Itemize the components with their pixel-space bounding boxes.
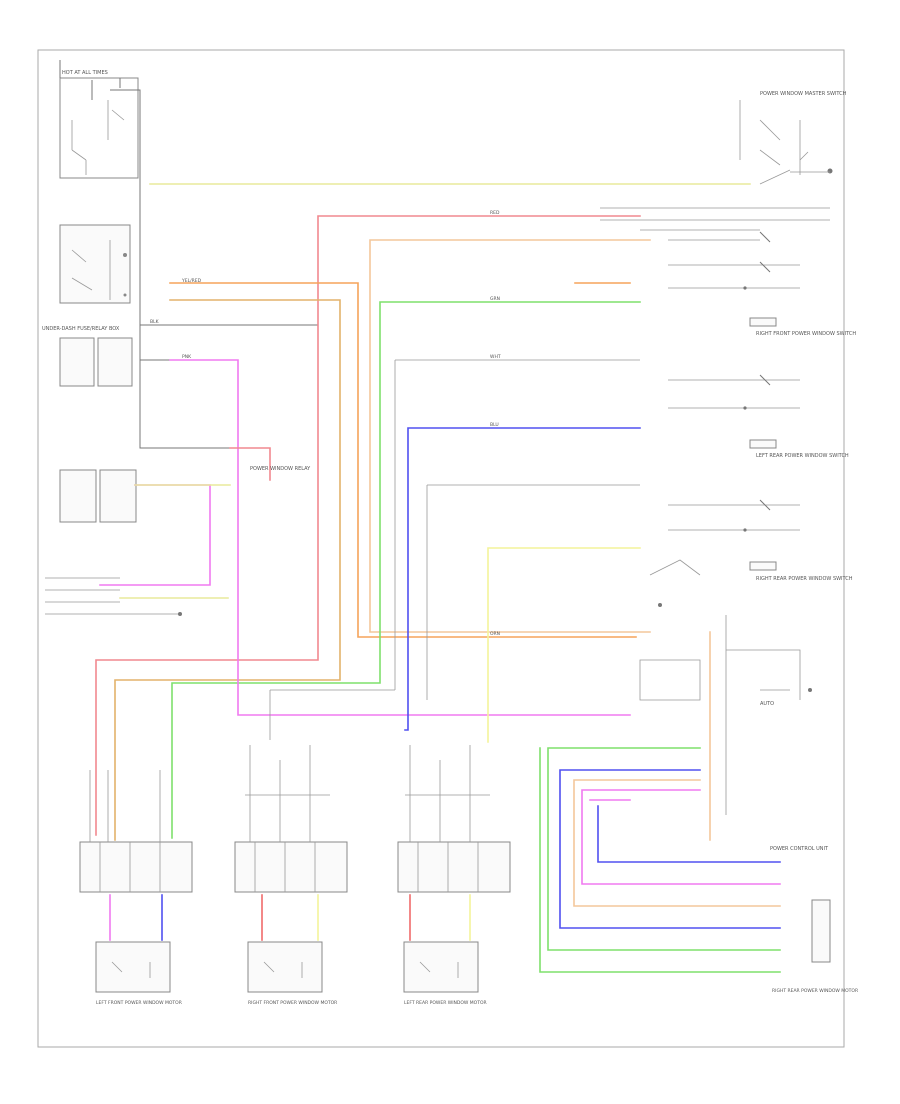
switch-unit-1 — [79, 770, 193, 893]
power-control-unit-block — [639, 559, 812, 815]
switch-unit-2 — [234, 745, 348, 893]
label-right-rear-motor: RIGHT REAR POWER WINDOW MOTOR — [772, 988, 858, 994]
motor-2 — [247, 941, 323, 993]
tag-yel-red: YEL/RED — [181, 278, 202, 284]
label-right-rear-switch: RIGHT REAR POWER WINDOW SWITCH — [756, 576, 853, 582]
tag-blu: BLU — [490, 422, 499, 428]
label-right-front-motor: RIGHT FRONT POWER WINDOW MOTOR — [248, 1000, 337, 1006]
motor-3 — [403, 941, 479, 993]
wire-black-main — [59, 60, 318, 449]
wire-white — [269, 359, 640, 740]
wire-pink — [95, 215, 641, 836]
tag-wht: WHT — [490, 354, 501, 360]
label-left-front-motor: LEFT FRONT POWER WINDOW MOTOR — [96, 1000, 182, 1006]
wire-orange — [169, 282, 637, 638]
motor-1 — [95, 941, 171, 993]
label-under-dash-fuse: UNDER-DASH FUSE/RELAY BOX — [42, 326, 120, 332]
wire-black-fuse — [91, 78, 121, 100]
label-left-rear-switch: LEFT REAR POWER WINDOW SWITCH — [756, 453, 849, 459]
wire-violet — [99, 359, 631, 716]
wire-tan — [114, 299, 341, 841]
label-power-window-relay: POWER WINDOW RELAY — [250, 466, 311, 472]
label-power-control-unit: POWER CONTROL UNIT — [770, 846, 829, 852]
wire-peach — [369, 239, 711, 841]
wire-green-right — [539, 747, 781, 973]
wire-blue — [404, 427, 641, 731]
wire-peach-right — [573, 779, 781, 907]
label-hot-at-all-times: HOT AT ALL TIMES — [62, 70, 108, 76]
label-master-switch: POWER WINDOW MASTER SWITCH — [760, 91, 847, 97]
tag-orn: ORN — [490, 631, 500, 637]
wire-light-yellow — [487, 547, 641, 743]
tag-red: RED — [490, 210, 500, 216]
wire-violet-right — [581, 789, 781, 885]
diagram-frame — [37, 49, 845, 1048]
right-switch-groups — [668, 231, 800, 571]
fuse-relay-box — [59, 77, 139, 523]
switch-unit-3 — [397, 745, 511, 893]
label-left-rear-motor: LEFT REAR POWER WINDOW MOTOR — [404, 1000, 487, 1006]
wire-blue-right — [559, 769, 781, 929]
label-auto: AUTO — [760, 701, 774, 707]
tag-blk: BLK — [150, 319, 160, 325]
tag-grn: GRN — [490, 296, 500, 302]
tag-pnk: PNK — [182, 354, 192, 360]
wire-green — [171, 301, 641, 839]
label-right-front-switch: RIGHT FRONT POWER WINDOW SWITCH — [756, 331, 856, 337]
